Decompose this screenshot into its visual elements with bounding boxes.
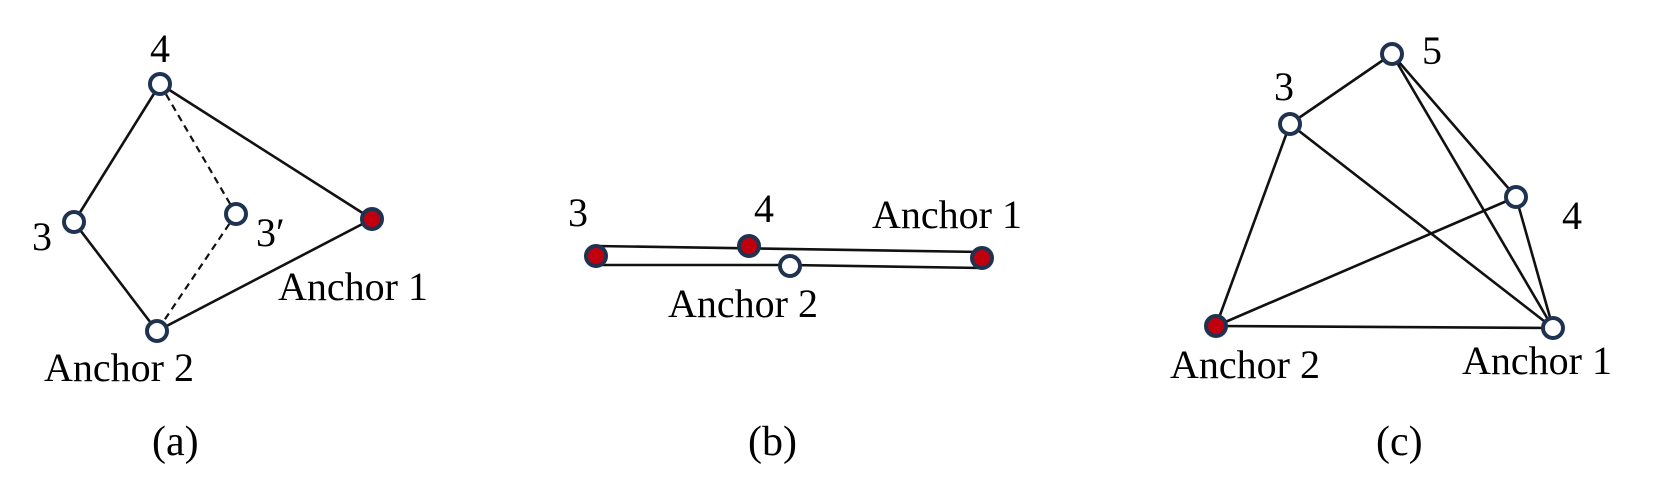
- node-a-anchor2: [145, 319, 169, 343]
- panel-a: 4 3 3′ Anchor 1 Anchor 2 (a): [32, 26, 428, 465]
- label-a-3: 3: [32, 214, 52, 259]
- edge-c-4-anchor1: [1514, 196, 1555, 329]
- node-b-anchor2: [778, 254, 802, 278]
- label-a-anchor1: Anchor 1: [278, 264, 428, 309]
- label-c-anchor2: Anchor 2: [1170, 342, 1320, 387]
- label-c-5: 5: [1422, 28, 1442, 73]
- label-a-3-prime: 3′: [256, 210, 285, 255]
- node-a-3: [62, 210, 86, 234]
- edge-c-3-anchor1: [1289, 122, 1554, 330]
- node-b-anchor1: [970, 246, 994, 270]
- node-b-3: [584, 244, 608, 268]
- panel-c: 3 5 4 Anchor 2 Anchor 1 (c): [1170, 28, 1612, 465]
- label-c-anchor1: Anchor 1: [1462, 338, 1612, 383]
- edge-c-3-anchor2: [1214, 123, 1292, 327]
- caption-a: (a): [152, 419, 199, 465]
- edge-a-3-anchor2: [72, 221, 159, 332]
- label-b-anchor1: Anchor 1: [872, 192, 1022, 237]
- edge-a-3prime-anchor2-dashed: [156, 213, 237, 332]
- edge-c-5-anchor1: [1390, 53, 1555, 329]
- node-a-3-prime: [224, 202, 248, 226]
- label-b-4: 4: [754, 186, 774, 231]
- node-c-5: [1380, 42, 1404, 66]
- edge-c-anchor2-anchor1: [1215, 324, 1554, 330]
- edge-a-anchor2-anchor1: [156, 217, 373, 333]
- node-c-anchor1: [1541, 316, 1565, 340]
- label-a-4: 4: [150, 26, 170, 71]
- label-b-anchor2: Anchor 2: [668, 281, 818, 326]
- edge-c-5-4: [1391, 53, 1517, 198]
- edge-b-anchor2-anchor1: [789, 263, 983, 270]
- edge-a-4-3: [72, 83, 162, 223]
- node-a-4: [148, 72, 172, 96]
- node-c-4: [1504, 185, 1528, 209]
- edge-b-3-anchor1: [595, 244, 983, 254]
- caption-c: (c): [1376, 419, 1423, 465]
- label-c-3: 3: [1274, 64, 1294, 109]
- label-c-4: 4: [1562, 193, 1582, 238]
- node-a-anchor1: [360, 207, 384, 231]
- label-b-3: 3: [568, 190, 588, 235]
- panel-b: 3 4 Anchor 1 Anchor 2 (b): [568, 186, 1022, 465]
- edge-a-4-anchor1: [159, 82, 373, 221]
- node-b-4: [737, 234, 761, 258]
- node-c-3: [1278, 112, 1302, 136]
- caption-b: (b): [748, 419, 797, 465]
- node-c-anchor2: [1204, 314, 1228, 338]
- edge-c-3-5: [1289, 52, 1393, 126]
- label-a-anchor2: Anchor 2: [44, 345, 194, 390]
- edge-a-4-3prime-dashed: [159, 83, 237, 215]
- edge-c-anchor2-4: [1215, 195, 1517, 328]
